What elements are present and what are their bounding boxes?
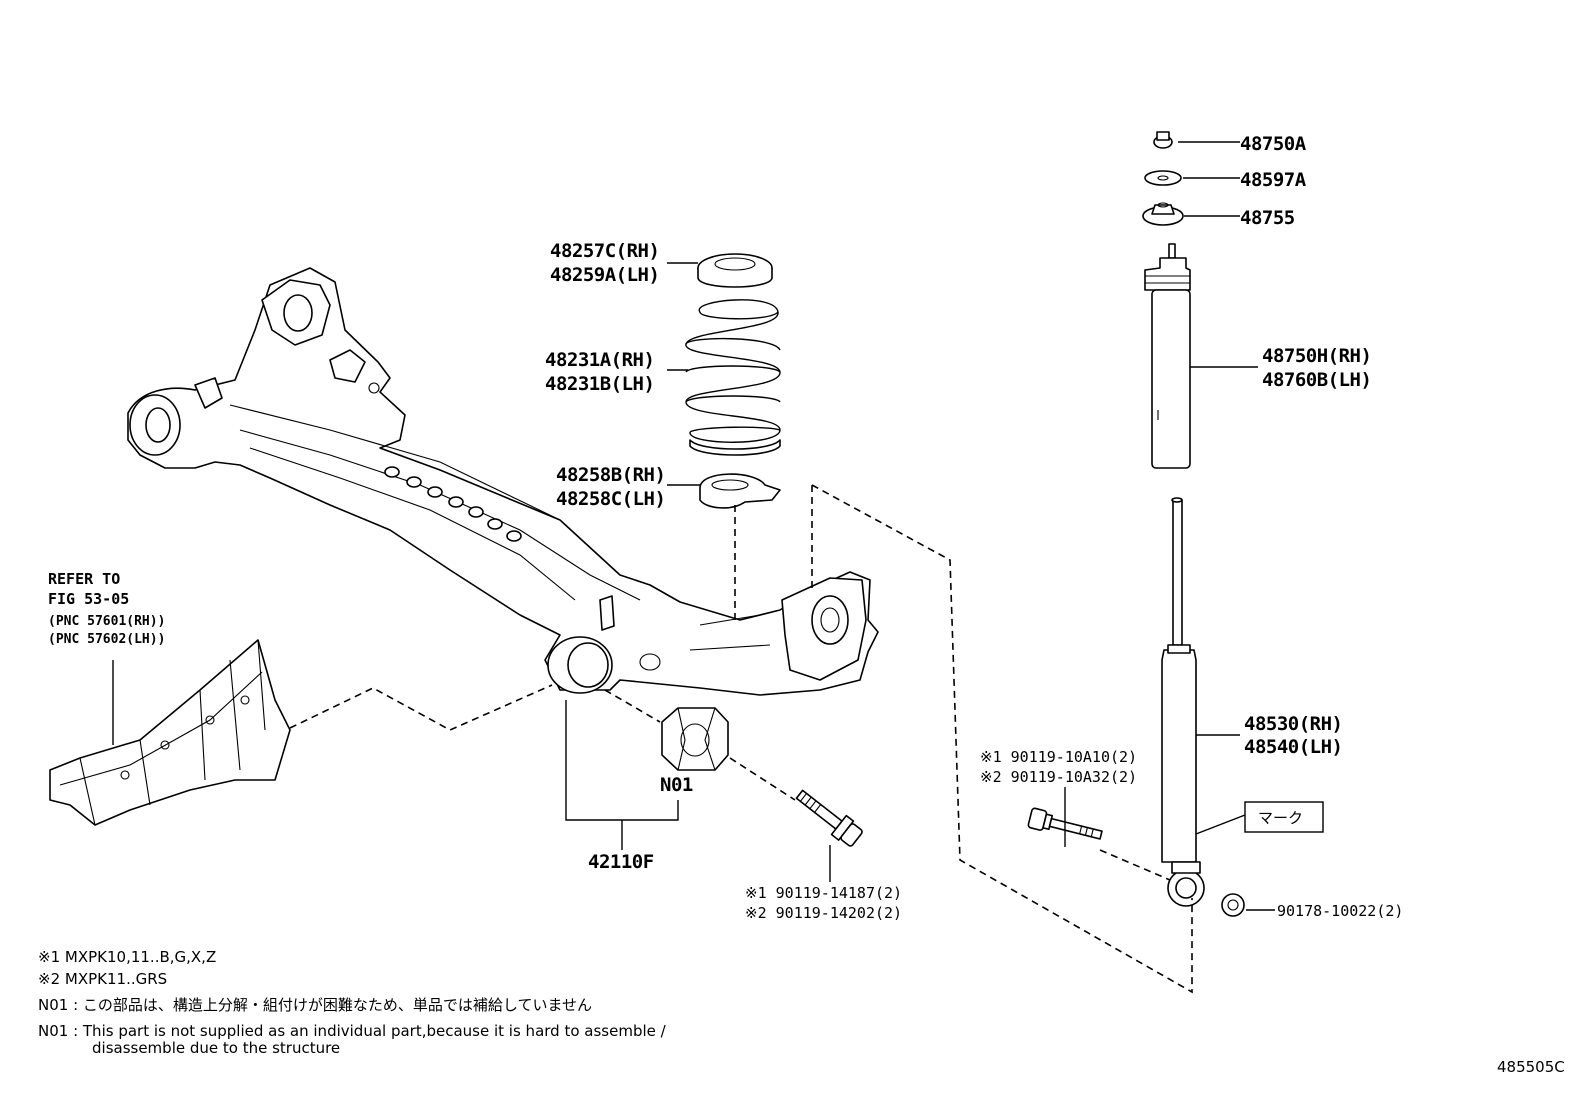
label-48750a: 48750A — [1240, 133, 1307, 155]
body-bracket — [49, 639, 291, 826]
label-beam: 42110F — [588, 851, 654, 873]
label-spring-lh: 48231B(LH) — [545, 373, 654, 395]
bolt-absorber — [1027, 807, 1103, 840]
bushing-n01 — [661, 707, 729, 771]
label-bolt-a1: ※1 90119-14187(2) — [745, 884, 902, 902]
label-absorber-rh: 48530(RH) — [1244, 713, 1342, 735]
label-bolt-a2: ※2 90119-14202(2) — [745, 904, 902, 922]
label-bolt-b2: ※2 90119-10A32(2) — [980, 768, 1137, 786]
label-bolt-b1: ※1 90119-10A10(2) — [980, 748, 1137, 766]
shock-absorber — [1161, 497, 1205, 907]
label-48597a: 48597A — [1240, 169, 1307, 191]
label-48755: 48755 — [1240, 207, 1295, 229]
leader-lines — [112, 141, 1275, 911]
label-bound-lh: 48760B(LH) — [1262, 369, 1371, 391]
label-bound-rh: 48750H(RH) — [1262, 345, 1371, 367]
label-nut-bottom: 90178-10022(2) — [1277, 902, 1403, 920]
label-absorber-lh: 48540(LH) — [1244, 736, 1342, 758]
refer-line-4: (PNC 57602(LH)) — [48, 632, 165, 647]
label-upper-seat-lh: 48259A(LH) — [550, 264, 659, 286]
label-bushing: N01 — [660, 774, 693, 796]
label-lower-seat-lh: 48258C(LH) — [556, 488, 665, 510]
note-3: N01 : この部品は、構造上分解・組付けが困難なため、単品では補給していません — [38, 996, 592, 1014]
lower-nut — [1221, 893, 1245, 917]
refer-line-2: FIG 53-05 — [48, 590, 129, 608]
assembly-dashed-lines — [289, 484, 1193, 994]
coil-spring — [685, 299, 781, 456]
upper-support — [1142, 202, 1184, 226]
label-lower-seat-rh: 48258B(RH) — [556, 464, 665, 486]
figure-id: 485505C — [1497, 1058, 1565, 1076]
label-spring-rh: 48231A(RH) — [545, 349, 654, 371]
bound-stopper — [1144, 243, 1191, 469]
refer-line-3: (PNC 57601(RH)) — [48, 614, 165, 629]
refer-line-1: REFER TO — [48, 570, 120, 588]
beam-slots — [384, 466, 522, 542]
note-2: ※2 MXPK11..GRS — [38, 970, 167, 988]
label-upper-seat-rh: 48257C(RH) — [550, 240, 659, 262]
upper-spring-seat — [697, 253, 773, 288]
note-1: ※1 MXPK10,11..B,G,X,Z — [38, 948, 216, 966]
upper-nut — [1153, 131, 1173, 149]
bolt-beam — [795, 789, 863, 847]
rear-axle-beam — [127, 267, 879, 696]
lower-spring-seat — [699, 473, 781, 509]
mark-box — [1244, 801, 1324, 833]
upper-washer — [1144, 170, 1182, 186]
note-4b: disassemble due to the structure — [92, 1039, 340, 1057]
note-4a: N01 : This part is not supplied as an in… — [38, 1022, 667, 1040]
mark-label: マーク — [1258, 809, 1303, 827]
